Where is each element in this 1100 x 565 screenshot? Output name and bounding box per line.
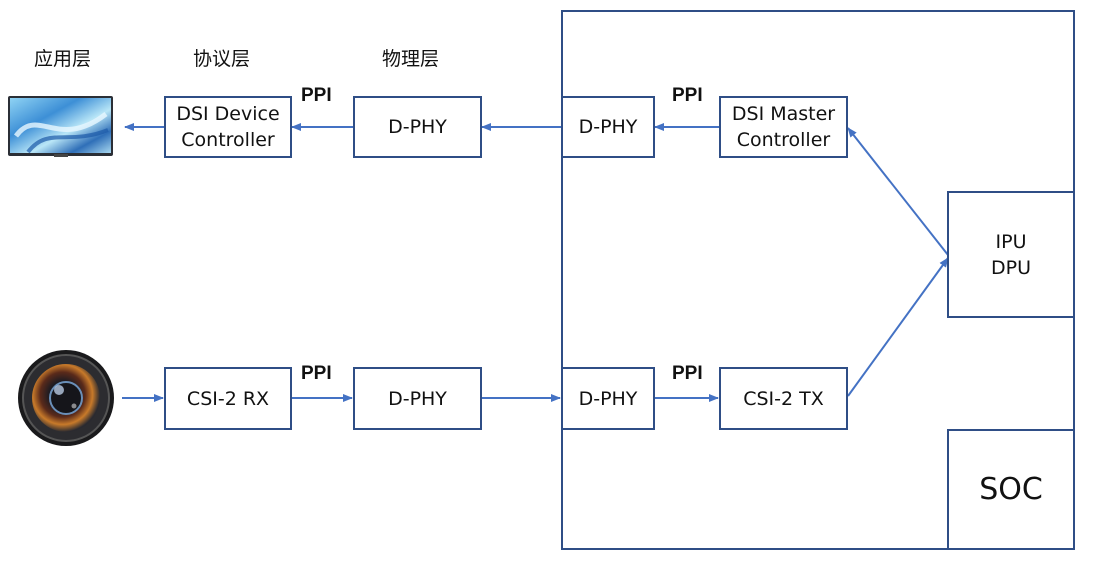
ppi-label-display-peripheral: PPI: [301, 85, 332, 106]
arrow-csi-tx-to-ipu: [847, 257, 949, 397]
dphy-display-peripheral-box: D-PHY: [353, 96, 482, 158]
csi2-tx-box: CSI-2 TX: [719, 367, 848, 430]
ppi-label-display-soc: PPI: [672, 85, 703, 106]
display-icon: [8, 96, 114, 162]
dsi-master-controller-box: DSI Master Controller: [719, 96, 848, 158]
layer-label-application: 应用层: [34, 48, 92, 70]
ppi-label-camera-soc: PPI: [672, 363, 703, 384]
camera-lens-icon: [16, 346, 120, 454]
soc-label-box: SOC: [947, 429, 1075, 550]
csi2-rx-box: CSI-2 RX: [164, 367, 292, 430]
layer-label-physical: 物理层: [382, 48, 440, 70]
layer-label-protocol: 协议层: [193, 48, 251, 70]
ipu-dpu-box: IPU DPU: [947, 191, 1075, 318]
dphy-camera-peripheral-box: D-PHY: [353, 367, 482, 430]
dsi-device-controller-box: DSI Device Controller: [164, 96, 292, 158]
ppi-label-camera-peripheral: PPI: [301, 363, 332, 384]
arrow-ipu-to-dsi-master: [847, 127, 949, 256]
dphy-camera-soc-box: D-PHY: [561, 367, 655, 430]
dphy-display-soc-box: D-PHY: [561, 96, 655, 158]
